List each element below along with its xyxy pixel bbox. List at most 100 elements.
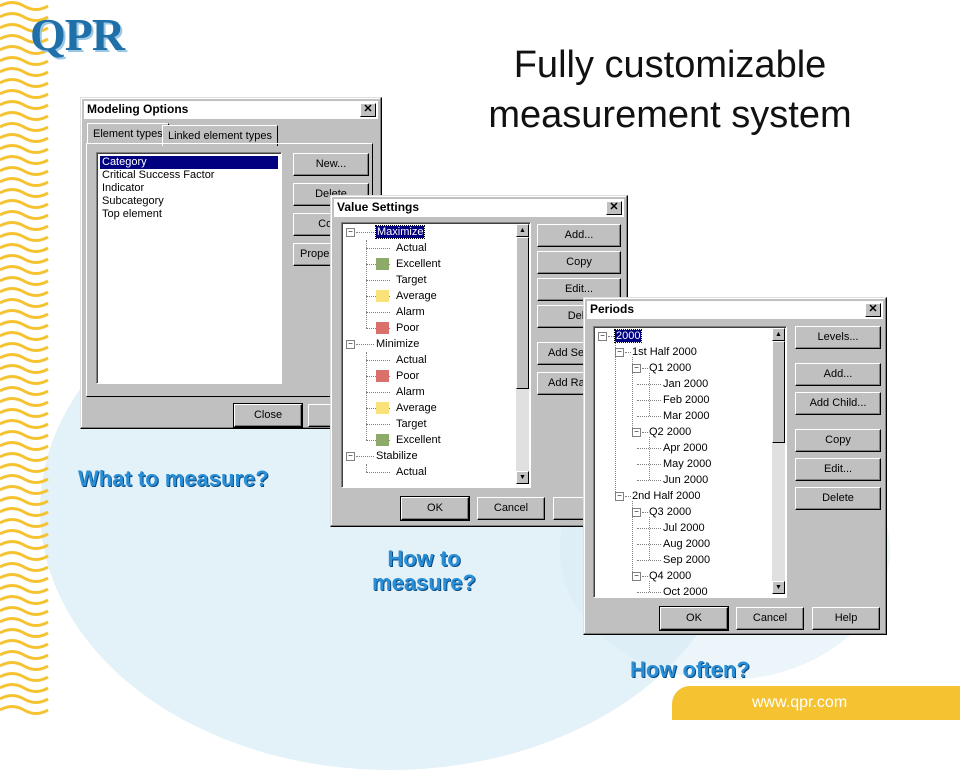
collapse-icon[interactable]: − (346, 228, 355, 237)
tree-period-node[interactable]: Apr 2000 (663, 440, 708, 456)
scroll-thumb[interactable] (516, 237, 529, 389)
tree-period-node[interactable]: Sep 2000 (663, 552, 710, 568)
cancel-button[interactable]: Cancel (736, 607, 804, 630)
copy-button[interactable]: Copy (537, 251, 621, 274)
scroll-thumb[interactable] (772, 341, 785, 443)
tree-period-node[interactable]: Q3 2000 (649, 504, 691, 520)
caption-what-to-measure: What to measure? (78, 466, 269, 491)
tree-period-node[interactable]: Feb 2000 (663, 392, 709, 408)
add-button[interactable]: Add... (795, 363, 881, 386)
close-icon[interactable]: ✕ (865, 303, 881, 317)
tree-period-node[interactable]: Aug 2000 (663, 536, 710, 552)
wave-stroke (0, 243, 49, 253)
tree-leaf-node[interactable]: Target (396, 274, 427, 286)
value-settings-titlebar[interactable]: Value Settings ✕ (334, 199, 624, 217)
delete-button[interactable]: Delete (795, 487, 881, 510)
tree-period-node[interactable]: Oct 2000 (663, 584, 708, 597)
collapse-icon[interactable]: − (632, 572, 641, 581)
tree-leaf-node[interactable]: Average (396, 402, 437, 414)
scroll-down-icon[interactable]: ▼ (772, 581, 785, 594)
tree-period-node[interactable]: Q4 2000 (649, 568, 691, 584)
scroll-down-icon[interactable]: ▼ (516, 471, 529, 484)
tree-group-node[interactable]: Minimize (376, 336, 419, 352)
tree-period-node[interactable]: Jul 2000 (663, 520, 705, 536)
edit-button[interactable]: Edit... (537, 278, 621, 301)
levels-button[interactable]: Levels... (795, 326, 881, 349)
collapse-icon[interactable]: − (615, 492, 624, 501)
tree-leaf-node[interactable]: Actual (396, 466, 427, 478)
wave-stroke (0, 430, 49, 440)
collapse-icon[interactable]: − (632, 428, 641, 437)
tree-group-node[interactable]: Stabilize (376, 448, 418, 464)
collapse-icon[interactable]: − (615, 348, 624, 357)
value-settings-scrollbar[interactable]: ▲ ▼ (516, 224, 529, 484)
tree-group-node[interactable]: Maximize (374, 224, 426, 240)
cancel-button[interactable]: Cancel (477, 497, 545, 520)
close-icon[interactable]: ✕ (360, 103, 376, 117)
collapse-icon[interactable]: − (632, 364, 641, 373)
tree-leaf-node[interactable]: Alarm (396, 386, 425, 398)
tree-connector (366, 464, 367, 472)
collapse-icon[interactable]: − (346, 340, 355, 349)
wave-stroke (0, 287, 49, 297)
wave-stroke (0, 276, 49, 286)
tree-group-label: Stabilize (376, 450, 418, 462)
add-button[interactable]: Add... (537, 224, 621, 247)
tree-period-node[interactable]: Jun 2000 (663, 472, 708, 488)
add-child-button[interactable]: Add Child... (795, 392, 881, 415)
scroll-up-icon[interactable]: ▲ (772, 328, 785, 341)
copy-button[interactable]: Copy (795, 429, 881, 452)
tree-leaf-node[interactable]: Poor (396, 322, 420, 334)
list-item[interactable]: Top element (102, 208, 162, 220)
tree-period-node[interactable]: Jan 2000 (663, 376, 708, 392)
close-icon[interactable]: ✕ (606, 201, 622, 215)
collapse-icon[interactable]: − (598, 332, 607, 341)
list-item[interactable]: Subcategory (102, 195, 164, 207)
tree-leaf-node[interactable]: Excellent (396, 434, 441, 446)
footer-url[interactable]: www.qpr.com (752, 694, 848, 711)
periods-scrollbar[interactable]: ▲ ▼ (772, 328, 785, 594)
wave-stroke (0, 254, 49, 264)
new-button[interactable]: New... (293, 153, 369, 176)
tree-leaf-node[interactable]: Target (396, 418, 427, 430)
tree-connector (625, 496, 631, 497)
tree-period-node[interactable]: May 2000 (663, 456, 711, 472)
tree-leaf-node[interactable]: Actual (396, 354, 427, 366)
wave-stroke (0, 111, 49, 121)
list-item[interactable]: Critical Success Factor (102, 169, 215, 181)
tree-period-node[interactable]: Q2 2000 (649, 424, 691, 440)
tree-period-node[interactable]: 1st Half 2000 (632, 344, 697, 360)
tree-leaf-node[interactable]: Excellent (396, 258, 441, 270)
help-button[interactable]: Help (812, 607, 880, 630)
collapse-icon[interactable]: − (346, 452, 355, 461)
tree-leaf-node[interactable]: Poor (396, 370, 420, 382)
wave-stroke (0, 342, 49, 352)
ok-button[interactable]: OK (659, 606, 729, 631)
modeling-options-titlebar[interactable]: Modeling Options ✕ (84, 101, 378, 119)
tab-element-types[interactable]: Element types (87, 123, 169, 144)
list-item[interactable]: Indicator (102, 182, 145, 194)
tree-connector (366, 280, 390, 281)
wave-stroke (0, 177, 49, 187)
periods-titlebar[interactable]: Periods ✕ (587, 301, 883, 319)
modeling-options-title: Modeling Options (87, 102, 189, 116)
tree-leaf-node[interactable]: Alarm (396, 306, 425, 318)
tree-period-label: 1st Half 2000 (632, 346, 697, 358)
tree-period-node[interactable]: 2000 (613, 328, 643, 344)
tree-period-node[interactable]: Q1 2000 (649, 360, 691, 376)
tree-period-node[interactable]: Mar 2000 (663, 408, 709, 424)
tree-leaf-node[interactable]: Actual (396, 242, 427, 254)
tab-linked-element-types[interactable]: Linked element types (162, 125, 278, 146)
tree-period-node[interactable]: 2nd Half 2000 (632, 488, 701, 504)
scroll-up-icon[interactable]: ▲ (516, 224, 529, 237)
list-item[interactable]: Category (100, 156, 278, 169)
close-button[interactable]: Close (233, 403, 303, 428)
value-settings-title: Value Settings (337, 200, 420, 214)
edit-button[interactable]: Edit... (795, 458, 881, 481)
collapse-icon[interactable]: − (632, 508, 641, 517)
tree-leaf-node[interactable]: Average (396, 290, 437, 302)
ok-button[interactable]: OK (400, 496, 470, 521)
